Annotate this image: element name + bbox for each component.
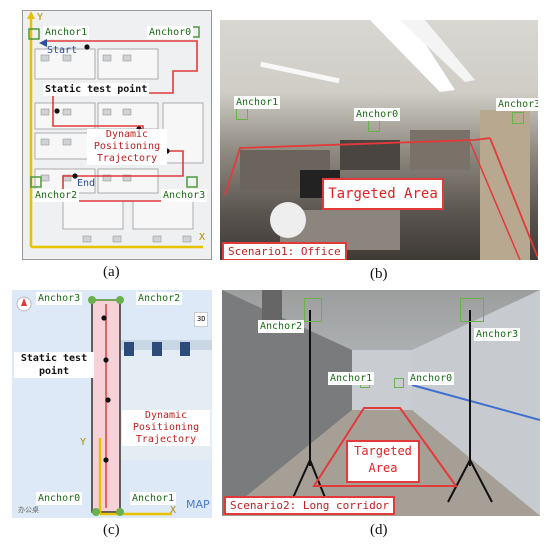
anchor0-label: Anchor0	[147, 26, 194, 39]
axis-y-label-c: Y	[80, 437, 87, 448]
static-test-point-label: Static test point	[43, 83, 150, 96]
anchor0-label-b: Anchor0	[354, 108, 401, 121]
axis-x-label: X	[199, 232, 206, 243]
caption-c: (c)	[103, 522, 120, 538]
anchor1-label-c: Anchor1	[130, 492, 177, 505]
anchor1-label: Anchor1	[43, 26, 90, 39]
anchor0-label-c: Anchor0	[36, 492, 83, 505]
panel-b-office-photo: Anchor1 Anchor0 Anchor3 Targeted Area Sc…	[220, 20, 538, 260]
anchor3-marker-d	[460, 298, 484, 322]
anchor2-label-c: Anchor2	[136, 292, 183, 305]
targeted-area-label-d: Targeted Area	[346, 440, 420, 483]
caption-d: (d)	[370, 522, 388, 538]
scenario1-label: Scenario1: Office	[222, 242, 347, 260]
panel-c-corridor-map: Anchor3 Anchor2 3D Static test point Dyn…	[12, 290, 212, 518]
anchor2-marker-d	[304, 298, 322, 322]
start-label: Start	[47, 45, 78, 56]
axis-y-label: Y	[37, 12, 44, 23]
dynamic-trajectory-label: Dynamic Positioning Trajectory	[87, 129, 167, 165]
map-text-label: 办公桌	[18, 506, 39, 514]
corridor-map-drawing	[16, 296, 212, 516]
map-3d-button[interactable]: 3D	[194, 312, 209, 327]
caption-a: (a)	[103, 264, 120, 280]
office-scene	[224, 20, 538, 260]
static-test-point-label-c: Static test point	[14, 352, 94, 378]
anchor0-label-d: Anchor0	[408, 372, 455, 385]
anchor3-label: Anchor3	[161, 189, 208, 202]
end-label: End	[77, 178, 96, 189]
anchor3-label-c: Anchor3	[36, 292, 83, 305]
anchor0-marker-b	[368, 120, 380, 132]
targeted-area-label-b: Targeted Area	[322, 178, 444, 210]
anchor2-label: Anchor2	[33, 189, 80, 202]
anchor1-label-d: Anchor1	[328, 372, 375, 385]
axis-x-label-c: X	[170, 505, 177, 516]
anchor2-label-d: Anchor2	[258, 320, 305, 333]
anchor3-label-d: Anchor3	[474, 328, 521, 341]
panel-d-corridor-photo: Anchor2 Anchor3 Anchor1 Anchor0 Targeted…	[222, 290, 540, 516]
anchor3-label-b: Anchor3	[496, 98, 538, 111]
scenario2-label: Scenario2: Long corridor	[224, 496, 395, 515]
anchor1-marker-b	[236, 108, 248, 120]
floorplan-drawing	[27, 11, 204, 249]
map-logo: MAP	[186, 498, 210, 511]
panel-a-floorplan: Anchor1 Anchor0 Start Static test point …	[22, 10, 212, 260]
anchor1-label-b: Anchor1	[234, 96, 281, 109]
caption-b: (b)	[370, 266, 388, 282]
anchor0-marker-d	[394, 378, 404, 388]
anchor3-marker-b	[512, 112, 524, 124]
dynamic-trajectory-label-c: Dynamic Positioning Trajectory	[122, 410, 210, 446]
